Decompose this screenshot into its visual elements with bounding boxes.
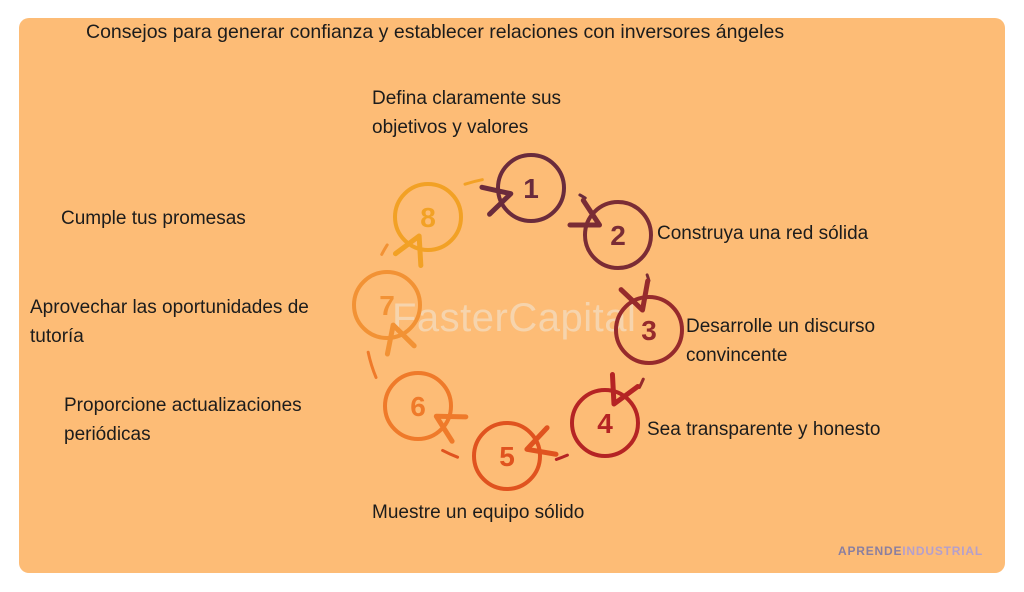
brand-part-1: APRENDE bbox=[838, 544, 903, 558]
step-number-4: 4 bbox=[597, 408, 613, 439]
step-circle-2 bbox=[583, 200, 653, 270]
step-number-8: 8 bbox=[420, 202, 436, 233]
step-number-7: 7 bbox=[379, 290, 395, 321]
chevron-arrow-icon-7 bbox=[384, 322, 417, 357]
step-circle-3 bbox=[614, 295, 684, 365]
step-label-4: Sea transparente y honesto bbox=[647, 419, 881, 440]
connector-5 bbox=[441, 448, 460, 459]
chevron-arrow-icon-8 bbox=[392, 233, 424, 269]
step-number-6: 6 bbox=[410, 391, 426, 422]
step-label-1: Defina claramente sus objetivos y valore… bbox=[372, 88, 562, 138]
connector-7 bbox=[380, 243, 389, 256]
brand-logo: APRENDEINDUSTRIAL bbox=[838, 544, 983, 558]
chevron-arrow-icon-3 bbox=[618, 278, 651, 313]
step-circle-8 bbox=[393, 182, 463, 252]
step-circle-1 bbox=[496, 153, 566, 223]
step-circle-7 bbox=[352, 270, 422, 340]
diagram-panel bbox=[19, 18, 1005, 573]
chevron-arrow-icon-4 bbox=[609, 372, 641, 407]
chevron-arrow-icon-6 bbox=[433, 413, 469, 444]
step-number-1: 1 bbox=[523, 173, 539, 204]
step-label-7: Aprovechar las oportunidades de tutoría bbox=[30, 297, 309, 347]
connector-4 bbox=[554, 453, 569, 461]
chevron-arrow-icon-5 bbox=[524, 425, 559, 457]
step-label-3: Desarrolle un discurso convincente bbox=[686, 316, 876, 366]
chevron-arrow-icon-2 bbox=[567, 197, 603, 228]
brand-part-2: INDUSTRIAL bbox=[902, 544, 983, 558]
step-label-8: Cumple tus promesas bbox=[61, 208, 246, 229]
step-label-2: Construya una red sólida bbox=[657, 223, 869, 244]
connector-8 bbox=[463, 178, 484, 186]
step-number-3: 3 bbox=[641, 315, 657, 346]
connector-6 bbox=[366, 350, 378, 379]
diagram-title: Consejos para generar confianza y establ… bbox=[86, 21, 785, 43]
connector-1 bbox=[578, 193, 587, 200]
step-circle-5 bbox=[472, 421, 542, 491]
watermark: FasterCapital bbox=[392, 296, 637, 340]
step-label-6: Proporcione actualizaciones periódicas bbox=[64, 395, 302, 445]
step-number-2: 2 bbox=[610, 220, 626, 251]
step-number-5: 5 bbox=[499, 441, 515, 472]
step-label-5: Muestre un equipo sólido bbox=[372, 502, 585, 523]
step-circle-4 bbox=[570, 388, 640, 458]
chevron-arrow-icon-1 bbox=[479, 184, 514, 217]
step-circle-6 bbox=[383, 371, 453, 441]
